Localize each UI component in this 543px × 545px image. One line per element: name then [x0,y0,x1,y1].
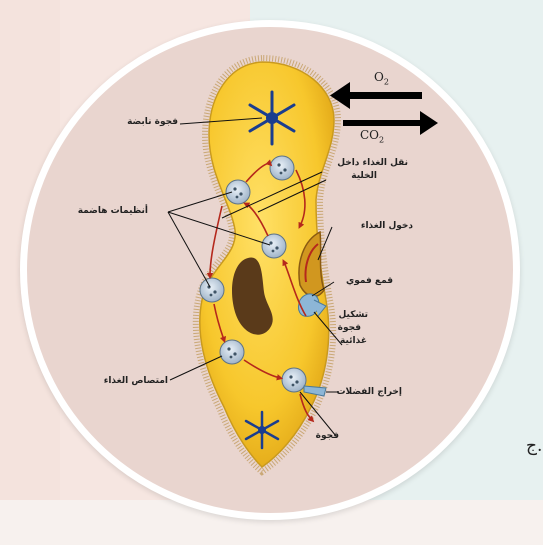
label-food-transport-cell: الخلية [351,171,377,181]
label-oral-groove: قمع فموي [346,276,393,286]
label-food-absorption: امتصاص الغذاء [104,376,168,386]
label-contractile-vacuole: فجوة نابضة [127,117,178,127]
label-digestive-enzymes: أنظيمات هاضمة [78,206,148,216]
label-vacuole: فجوة [316,431,339,441]
label-food-transport: نقل الغذاء داخل [337,158,408,168]
label-food-vacuole-formation-3: غذائية [340,336,367,346]
label-food-vacuole-formation-2: فجوة [338,323,361,333]
label-o2: O2 [374,70,389,86]
label-co2: CO2 [360,128,384,144]
label-food-vacuole-formation-1: تشكيل [339,310,368,320]
co2-arrow [343,111,438,135]
label-food-entry: دخول الغذاء [361,221,413,231]
edge-text-fragment: ج. [526,436,542,456]
label-waste-excretion: إخراج الفضلات [336,387,402,397]
